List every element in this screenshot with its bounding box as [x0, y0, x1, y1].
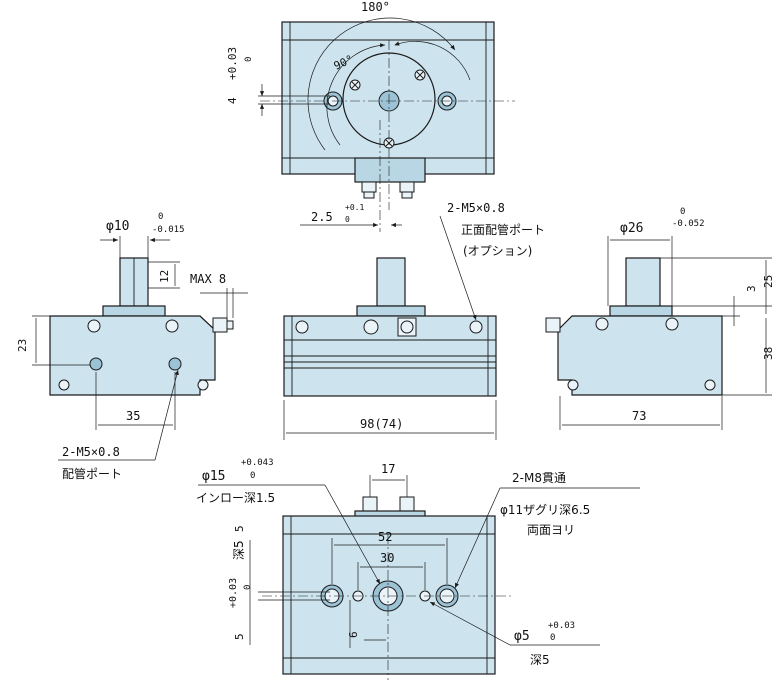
top-view-port-block: [354, 157, 426, 183]
screw-icon: [87, 319, 101, 333]
dim-38-label: 38: [762, 347, 775, 360]
pin-dia-label: φ5: [514, 629, 530, 644]
bottom-tol-zero: 0: [243, 585, 253, 590]
port-fitting-icon: [212, 317, 228, 333]
left-port-label-2: 配管ポート: [62, 466, 122, 481]
left-view-body: [49, 315, 216, 396]
right-shaft: [625, 257, 661, 307]
fitting-icon: [399, 181, 415, 193]
left-shaft-dia: φ10: [106, 219, 129, 234]
front-port-label-3: (オプション): [463, 244, 532, 258]
right-shaft-tol-lower: -0.052: [672, 219, 705, 229]
screw-icon: [349, 79, 361, 91]
port-hole-icon: [89, 357, 103, 371]
dim-6-label: 6: [347, 631, 360, 638]
dim-30-label: 30: [380, 551, 394, 565]
dim-52-label: 52: [378, 530, 392, 544]
max-8-label: MAX 8: [190, 272, 226, 286]
fitting-icon: [399, 496, 415, 512]
front-shaft: [376, 257, 406, 307]
port-fitting-icon: [545, 317, 561, 333]
right-view-body: [557, 315, 723, 396]
right-shaft-dia: φ26: [620, 221, 643, 236]
flat-12-label: 12: [158, 270, 171, 283]
pin-tol-lower: 0: [550, 633, 555, 643]
depth-5-label-b: 5: [233, 525, 246, 532]
screw-icon: [414, 69, 426, 81]
screw-icon: [165, 319, 179, 333]
top-tol-zero: 0: [244, 57, 254, 62]
pilot-tol-upper: +0.043: [241, 458, 274, 468]
height-23-label: 23: [16, 339, 29, 352]
dim-2-5-label: 2.5: [311, 210, 333, 224]
cbore-label: φ11ザグリ深6.5: [500, 503, 590, 517]
pilot-desc-label: インロー深1.5: [196, 491, 275, 505]
width-73-label: 73: [632, 409, 646, 423]
front-view: 98(74) 2-M5×0.8 正面配管ポート (オプション): [283, 201, 545, 440]
dim-2-5-plus: +0.1: [345, 203, 364, 212]
width-98-label: 98(74): [360, 417, 403, 431]
left-shaft-tol-lower: -0.015: [152, 225, 185, 235]
left-shaft-tol-upper: 0: [158, 212, 163, 222]
cbore-desc-label: 両面ヨリ: [527, 523, 575, 537]
dim-2-5-zero: 0: [345, 215, 350, 224]
pilot-tol-lower: 0: [250, 471, 255, 481]
screw-icon: [595, 317, 609, 331]
dim-17-label: 17: [381, 462, 395, 476]
fitting-icon: [361, 181, 377, 193]
depth-5-label-c: 5: [233, 633, 246, 640]
port-hole-icon: [168, 357, 182, 371]
front-port-icon: [469, 320, 483, 334]
pin-tol-upper: +0.03: [548, 621, 575, 631]
left-view: φ10 0 -0.015 12 MAX 8 23 35 2-M5×0.8 配管ポ…: [16, 212, 248, 481]
screw-icon: [665, 317, 679, 331]
screw-icon: [295, 320, 309, 334]
left-port-label-1: 2-M5×0.8: [62, 445, 120, 459]
offset-4-label: 4: [226, 97, 239, 104]
front-port-label-1: 2-M5×0.8: [447, 201, 505, 215]
pilot-dia-label: φ15: [202, 469, 225, 484]
screw-icon: [363, 319, 379, 335]
top-view: 180° 90° 4 +0.03 0 2.5 +0.1 0: [226, 0, 515, 232]
bottom-view: 17 52 30 6 深5 5 +0.03 0 5 φ15 +0.043 0 イ…: [196, 458, 640, 680]
pin-depth-label: 深5: [530, 653, 550, 667]
bottom-tol-plus: +0.03: [228, 578, 239, 608]
width-35-label: 35: [126, 409, 140, 423]
dim-25-label: 25: [762, 275, 775, 288]
thru-label: 2-M8貫通: [512, 471, 566, 485]
top-tol-plus: +0.03: [226, 47, 239, 80]
depth-5-label-a: 深5: [232, 540, 246, 560]
right-view: 73 φ26 0 -0.052 25 3 38: [545, 207, 775, 430]
fitting-icon: [362, 496, 378, 512]
dim-3-label: 3: [745, 285, 758, 292]
front-port-label-2: 正面配管ポート: [461, 222, 545, 237]
angle-180-label: 180°: [361, 0, 390, 14]
right-shaft-tol-upper: 0: [680, 207, 685, 217]
